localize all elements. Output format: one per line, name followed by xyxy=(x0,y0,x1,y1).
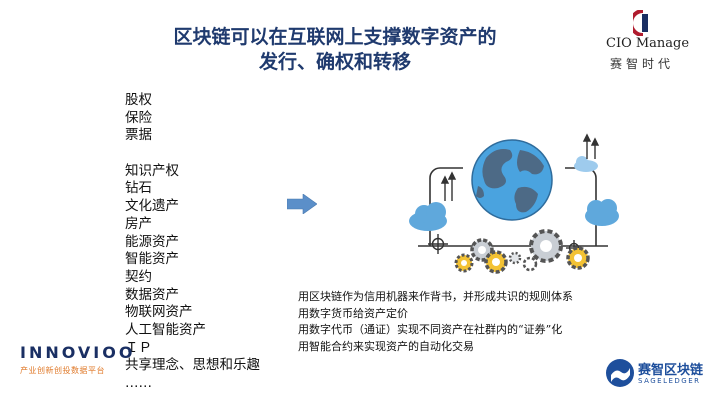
asset-mechanism-notes: 用区块链作为信用机器来作背书，并形成共识的规则体系 用数字货币给资产定价 用数字… xyxy=(298,289,573,355)
gear-large-gray-icon xyxy=(529,229,563,263)
innovio-logo: INNOVIOO 产业创新创投数据平台 xyxy=(20,343,145,376)
asset-item: 人工智能资产 xyxy=(125,321,206,338)
note-item: 用数字代币（通证）实现不同资产在社群内的“证券”化 xyxy=(298,323,563,336)
asset-item: …… xyxy=(125,375,152,391)
gear-yellow-icon xyxy=(484,250,508,274)
gear-yellow-right-icon xyxy=(566,246,590,270)
cloud-small-icon xyxy=(574,156,598,172)
sageledger-english: SAGELEDGER xyxy=(638,377,701,385)
sageledger-mark-icon xyxy=(606,359,634,387)
asset-item: 知识产权 xyxy=(125,162,179,179)
note-item: 用智能合约来实现资产的自动化交易 xyxy=(298,339,474,353)
title-line-2: 发行、确权和转移 xyxy=(258,51,411,73)
innovio-wordmark: INNOVIOO xyxy=(20,343,136,362)
crosshair-icon xyxy=(428,234,448,254)
title-line-1: 区块链可以在互联网上支撑数字资产的 xyxy=(173,26,497,48)
right-arrow-icon xyxy=(287,194,317,214)
asset-item: ＩＰ xyxy=(125,339,152,356)
asset-item: 物联网资产 xyxy=(125,304,193,321)
cloud-left-icon xyxy=(409,202,447,231)
brand-english: CIO Manage xyxy=(606,36,690,51)
cio-manage-logo: CIO Manage 赛智时代 xyxy=(606,10,702,71)
asset-item: 数据资产 xyxy=(125,286,179,303)
innovio-tagline: 产业创新创投数据平台 xyxy=(20,366,105,375)
note-item: 用区块链作为信用机器来作背书，并形成共识的规则体系 xyxy=(298,290,573,303)
gear-mini-icon xyxy=(522,256,538,272)
asset-item: 房产 xyxy=(125,215,152,232)
sageledger-chinese: 赛智区块链 xyxy=(638,363,704,378)
asset-item: 契约 xyxy=(125,268,152,285)
asset-item: 钻石 xyxy=(125,180,152,197)
note-item: 用数字货币给资产定价 xyxy=(298,306,408,320)
sageledger-logo: 赛智区块链 SAGELEDGER xyxy=(605,356,705,392)
cio-logo-mark-icon xyxy=(633,10,648,36)
brand-chinese: 赛智时代 xyxy=(610,57,675,71)
asset-item: 能源资产 xyxy=(125,233,179,250)
blockchain-illustration xyxy=(409,133,619,274)
asset-item: 票据 xyxy=(125,127,152,144)
slide-title: 区块链可以在互联网上支撑数字资产的 发行、确权和转移 xyxy=(120,25,550,75)
cloud-right-icon xyxy=(585,199,619,226)
up-arrows-right-icon xyxy=(582,133,600,159)
asset-item: 保险 xyxy=(125,109,152,126)
globe-icon xyxy=(471,139,553,221)
up-arrows-left-icon xyxy=(440,171,457,201)
asset-item: 文化遗产 xyxy=(125,198,179,215)
asset-item: 股权 xyxy=(125,92,152,108)
asset-item: 共享理念、思想和乐趣 xyxy=(125,357,260,374)
gear-tiny-icon xyxy=(508,251,522,265)
asset-spacer xyxy=(125,145,260,163)
gear-small-yellow-icon xyxy=(454,253,474,273)
digital-asset-list: 股权 保险 票据 知识产权 钻石 文化遗产 房产 能源资产 智能资产 契约 数据… xyxy=(125,92,260,393)
asset-item: 智能资产 xyxy=(125,251,179,268)
